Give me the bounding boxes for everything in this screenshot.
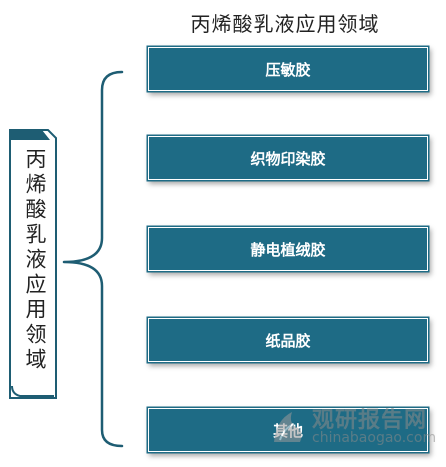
grouping-bracket xyxy=(62,70,124,448)
application-box-paper: 纸品胶 xyxy=(149,319,427,361)
application-box-textile-printing: 织物印染胶 xyxy=(149,137,427,179)
watermark: 观研报告网 chinabaogao.com xyxy=(270,400,436,456)
side-label-tag: 丙烯酸乳液应用领域 xyxy=(6,124,60,404)
application-box-pressure-sensitive: 压敏胶 xyxy=(149,48,427,90)
watermark-logo-icon xyxy=(274,412,302,442)
application-box-flocking: 静电植绒胶 xyxy=(149,228,427,270)
watermark-url: chinabaogao.com xyxy=(312,430,437,446)
watermark-name: 观研报告网 xyxy=(312,408,428,433)
diagram-title: 丙烯酸乳液应用领域 xyxy=(190,12,380,36)
side-tag-frame xyxy=(9,129,57,399)
side-label-text: 丙烯酸乳液应用领域 xyxy=(23,148,47,373)
